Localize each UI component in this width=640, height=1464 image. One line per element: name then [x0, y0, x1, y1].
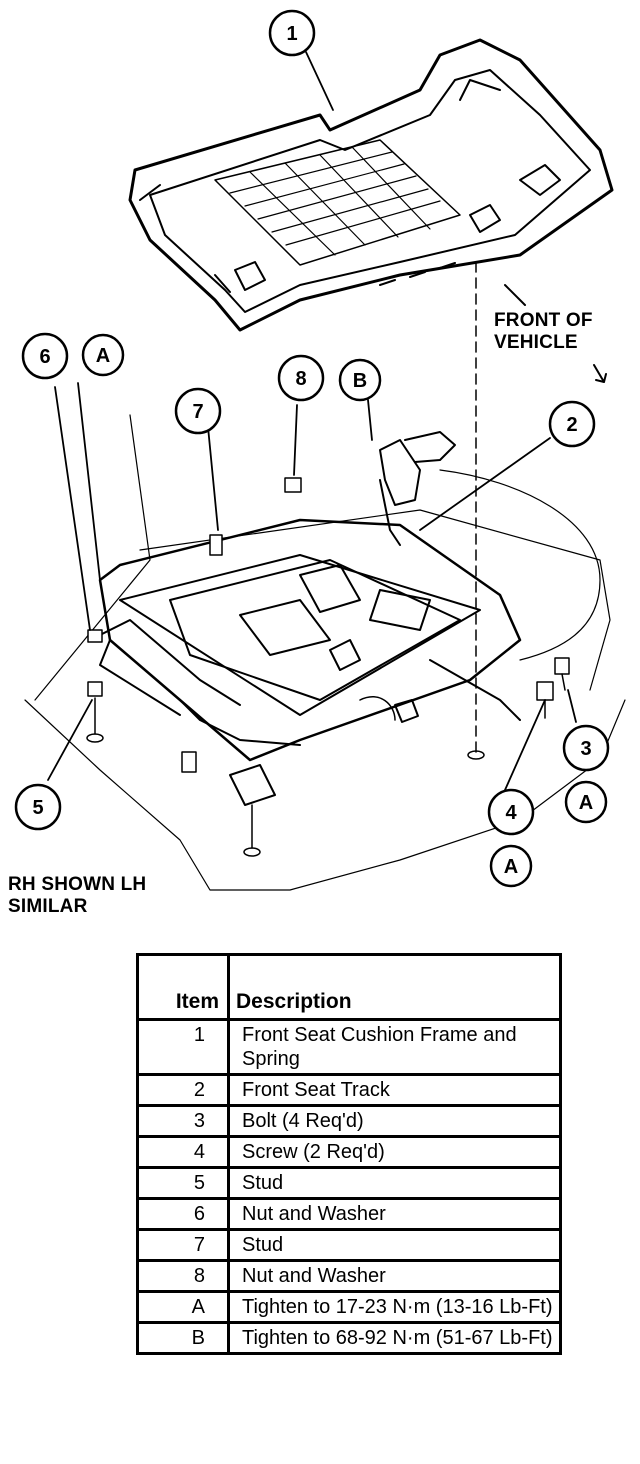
- callout-3: 3: [580, 738, 591, 760]
- legend-description: Tighten to 68-92 N·m (51-67 Lb-Ft): [227, 1321, 562, 1355]
- legend-description: Screw (2 Req'd): [227, 1135, 562, 1169]
- callout-2: 2: [566, 414, 577, 436]
- legend-item: A: [136, 1290, 230, 1324]
- table-row: B Tighten to 68-92 N·m (51-67 Lb-Ft): [136, 1321, 562, 1355]
- table-row: 2 Front Seat Track: [136, 1073, 562, 1107]
- legend-description: Front Seat Cushion Frame and Spring: [227, 1018, 562, 1076]
- table-row: 6 Nut and Washer: [136, 1197, 562, 1231]
- callout-5: 5: [32, 797, 43, 819]
- table-row: 4 Screw (2 Req'd): [136, 1135, 562, 1169]
- legend-description: Nut and Washer: [227, 1259, 562, 1293]
- table-row: 1 Front Seat Cushion Frame and Spring: [136, 1018, 562, 1076]
- seat-track: [89, 431, 522, 806]
- fasteners: [86, 477, 570, 857]
- legend-item: 3: [136, 1104, 230, 1138]
- leader-lines: [47, 51, 577, 791]
- legend-description: Stud: [227, 1228, 562, 1262]
- seat-cushion-frame: [128, 38, 614, 332]
- callout-1: 1: [286, 23, 297, 45]
- callout-a-lower: A: [504, 856, 518, 878]
- seat-assembly-drawing: 1 2 3 4 5 6 7 8 A B A A: [14, 9, 626, 891]
- floor-pan: [24, 414, 626, 891]
- table-row: 7 Stud: [136, 1228, 562, 1262]
- legend-item: 7: [136, 1228, 230, 1262]
- callout-6: 6: [39, 346, 50, 368]
- legend-item: 2: [136, 1073, 230, 1107]
- legend-header-item: Item: [136, 953, 230, 1021]
- table-row: A Tighten to 17-23 N·m (13-16 Lb-Ft): [136, 1290, 562, 1324]
- callout-7: 7: [192, 401, 203, 423]
- rh-shown-label: RH SHOWN LH SIMILAR: [8, 874, 147, 917]
- legend-description: Tighten to 17-23 N·m (13-16 Lb-Ft): [227, 1290, 562, 1324]
- callout-b: B: [353, 370, 367, 392]
- legend-description: Front Seat Track: [227, 1073, 562, 1107]
- callout-4: 4: [505, 802, 517, 824]
- callout-8: 8: [295, 368, 306, 390]
- legend-description: Nut and Washer: [227, 1197, 562, 1231]
- legend-description: Stud: [227, 1166, 562, 1200]
- legend-description: Bolt (4 Req'd): [227, 1104, 562, 1138]
- table-row: 8 Nut and Washer: [136, 1259, 562, 1293]
- callout-circles: [14, 9, 610, 888]
- legend-item: 4: [136, 1135, 230, 1169]
- legend-header-row: Item Description: [136, 953, 562, 1021]
- legend-item: 6: [136, 1197, 230, 1231]
- table-row: 5 Stud: [136, 1166, 562, 1200]
- table-row: 3 Bolt (4 Req'd): [136, 1104, 562, 1138]
- legend-item: 5: [136, 1166, 230, 1200]
- legend-header-description: Description: [227, 953, 562, 1021]
- legend-item: 1: [136, 1018, 230, 1076]
- callout-a-right: A: [579, 792, 593, 814]
- callout-a-upper: A: [96, 345, 110, 367]
- callout-labels: 1 2 3 4 5 6 7 8 A B A A: [32, 23, 593, 878]
- legend-table: Item Description 1 Front Seat Cushion Fr…: [136, 953, 562, 1355]
- legend-item: 8: [136, 1259, 230, 1293]
- legend-item: B: [136, 1321, 230, 1355]
- front-of-vehicle-label: FRONT OF VEHICLE: [494, 310, 593, 353]
